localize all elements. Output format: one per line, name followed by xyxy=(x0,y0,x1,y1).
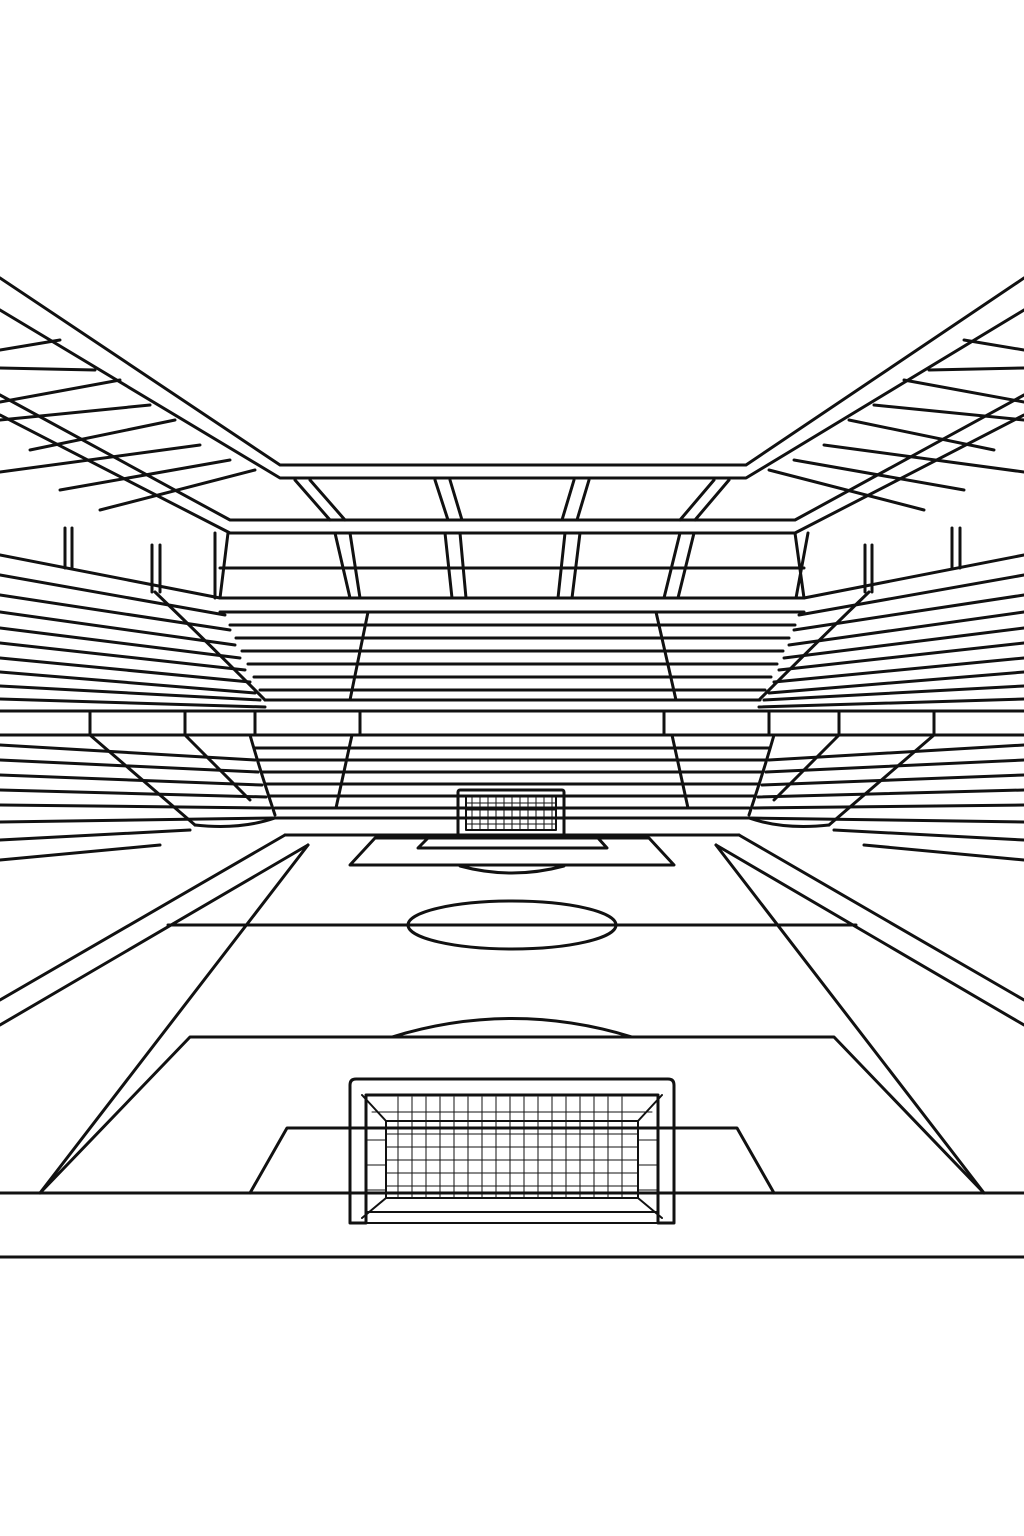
pitch-left-touchline xyxy=(40,845,308,1193)
upper-stands xyxy=(0,555,1024,707)
pitch xyxy=(0,835,1024,1257)
far-penalty-arc xyxy=(460,866,564,873)
upper-stand-left xyxy=(0,555,265,707)
roof-inner-edge-lower xyxy=(0,310,1024,478)
near-goal-area xyxy=(250,1128,774,1193)
near-goal xyxy=(350,1079,674,1223)
near-goal-frame-inner xyxy=(362,1095,662,1223)
pitch-right-touchline xyxy=(716,845,984,1193)
roof xyxy=(0,278,1024,533)
far-penalty-area xyxy=(350,838,674,865)
far-goal xyxy=(458,790,564,836)
upper-stand-right xyxy=(759,555,1024,707)
far-goal-area xyxy=(418,838,607,848)
far-goal-net xyxy=(466,796,556,830)
near-goal-net xyxy=(366,1097,658,1198)
pitch-right-wall xyxy=(716,835,1024,1025)
near-penalty-area xyxy=(40,1037,984,1193)
lower-stand-left xyxy=(0,735,275,860)
roof-struts xyxy=(295,480,729,520)
upper-stand-center xyxy=(220,612,804,700)
lower-stand-right xyxy=(749,735,1024,860)
center-circle xyxy=(408,901,616,949)
near-penalty-arc xyxy=(392,1019,632,1038)
roof-front-beam-lower xyxy=(0,415,1024,533)
roof-inner-edge xyxy=(0,278,1024,465)
near-goal-frame-outer xyxy=(350,1079,674,1223)
upper-facade xyxy=(65,528,960,598)
balcony xyxy=(0,711,1024,735)
pitch-left-wall xyxy=(0,835,308,1025)
roof-panels-right xyxy=(769,340,1024,510)
roof-front-beam xyxy=(0,395,1024,520)
far-goal-frame xyxy=(458,790,564,836)
roof-panels-left xyxy=(0,340,255,510)
lower-stands xyxy=(0,735,1024,860)
